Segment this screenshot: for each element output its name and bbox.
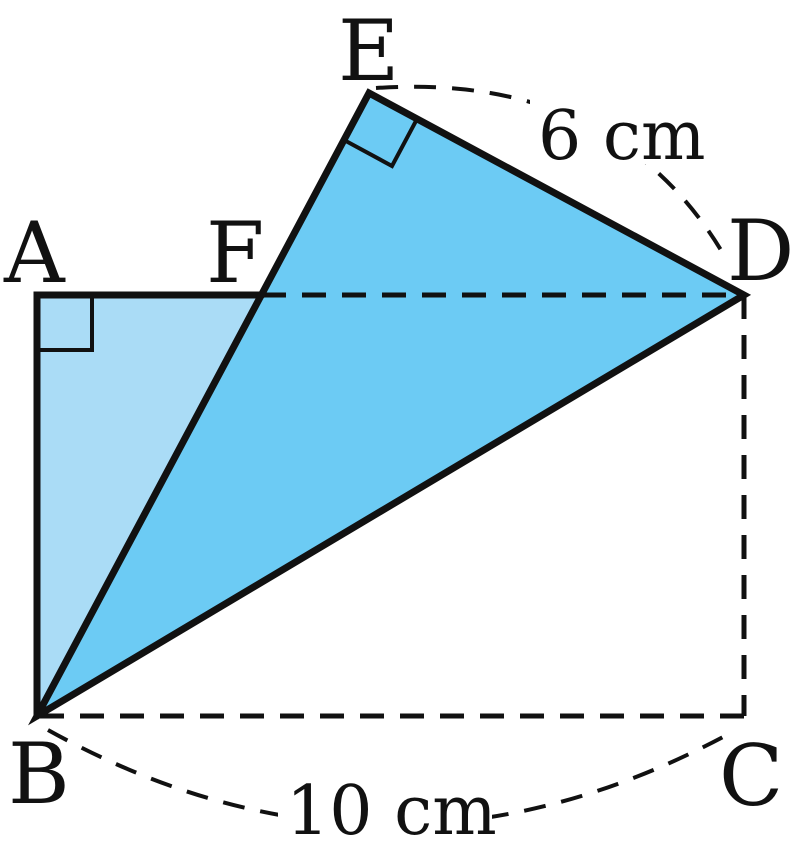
- point-label-a: A: [3, 204, 66, 302]
- right-angle-mark-e: [343, 118, 419, 169]
- right-angle-mark-a: [37, 295, 94, 352]
- measure-label-ed: 6 cm: [538, 97, 705, 176]
- point-label-b: B: [8, 725, 70, 823]
- point-label-c: C: [719, 727, 783, 825]
- point-label-e: E: [338, 2, 399, 100]
- point-label-d: D: [727, 202, 793, 300]
- edge-fab-solid: [33, 291, 266, 720]
- arc-ed-dimension: [375, 84, 730, 263]
- point-label-f: F: [206, 204, 264, 302]
- triangle-bed-fill: [37, 93, 744, 716]
- measure-label-bc: 10 cm: [286, 772, 497, 851]
- triangle-bed-outline: [28, 88, 752, 726]
- measure-ed-background: [530, 98, 698, 164]
- measure-bc-background: [278, 772, 492, 842]
